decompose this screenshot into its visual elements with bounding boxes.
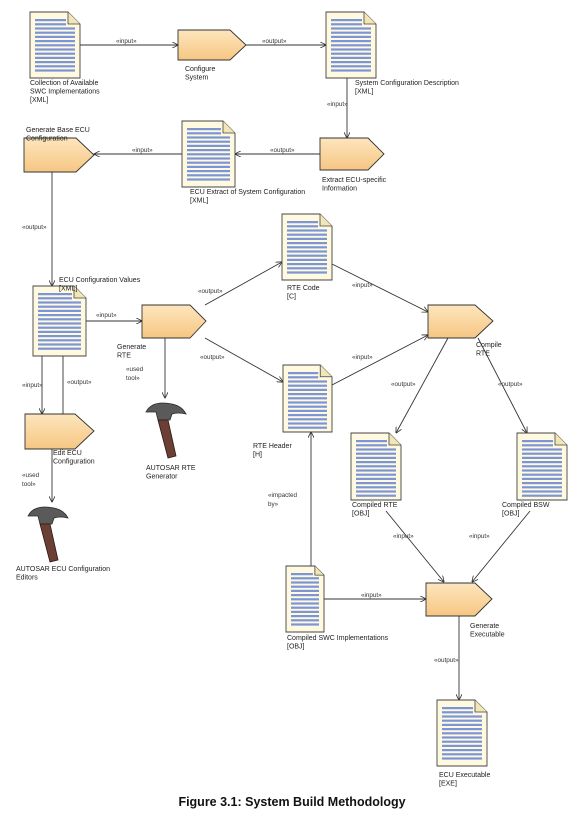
edge-label-output: «output»: [391, 381, 416, 388]
document-artifacts: [29, 11, 568, 767]
label-generate-rte: Generate RTE: [117, 344, 148, 360]
doc-rte-header: [282, 364, 333, 433]
label-rte-code: RTE Code [C]: [287, 285, 322, 301]
edge-label-output: «output»: [200, 354, 225, 361]
label-edit-ecu-configuration: Edit ECU Configuration: [53, 450, 95, 466]
label-configure-system: Configure System: [185, 66, 217, 82]
tool-autosar-ecu-configuration-editors: [27, 506, 69, 563]
edge-label-output: «output»: [67, 379, 92, 386]
label-generate-base-ecu-configuration: Generate Base ECU Configuration: [26, 127, 92, 143]
doc-ecu-extract: [181, 120, 236, 188]
edge-label-used-tool: «used tool»: [22, 472, 41, 488]
doc-ecu-executable: [436, 699, 488, 767]
edge-label-output: «output»: [22, 224, 47, 231]
edge-compiledrte-to-generateexe: [385, 510, 444, 582]
activity-generate-rte: [141, 304, 207, 339]
edge-label-output: «output»: [498, 381, 523, 388]
activity-edit-ecu-configuration: [24, 413, 95, 450]
activity-generate-base-ecu-configuration: [23, 137, 95, 173]
label-compiled-rte: Compiled RTE [OBJ]: [352, 502, 399, 518]
edge-label-input: «input»: [22, 382, 43, 389]
edge-generaterte-to-rtecode: [204, 262, 282, 306]
figure-caption: Figure 3.1: System Build Methodology: [178, 795, 405, 809]
node-labels: Collection of Available SWC Implementati…: [16, 66, 551, 788]
activities: [23, 29, 494, 617]
edge-labels: «input» «output» «input» «output» «input…: [22, 38, 523, 664]
label-compiled-bsw: Compiled BSW [OBJ]: [502, 502, 551, 518]
activity-compile-rte: [427, 304, 494, 339]
edge-generaterte-to-rteheader: [204, 337, 283, 382]
edge-label-input: «input»: [327, 101, 348, 108]
edge-compiledbsw-to-generateexe: [472, 510, 531, 582]
edge-label-input: «input»: [393, 533, 414, 540]
edge-rtecode-to-compile: [331, 263, 428, 312]
doc-ecu-configuration-values: [32, 285, 87, 357]
activity-extract-ecu-specific: [319, 137, 385, 171]
edge-label-input: «input»: [469, 533, 490, 540]
doc-compiled-bsw: [516, 432, 568, 501]
edge-label-impacted-by: «impacted by»: [268, 492, 299, 508]
edge-label-output: «output»: [434, 657, 459, 664]
edge-label-input: «input»: [116, 38, 137, 45]
label-extract-ecu-specific: Extract ECU-specific Information: [322, 177, 388, 193]
label-ecu-executable: ECU Executable [EXE]: [439, 772, 492, 788]
label-autosar-ecu-configuration-editors: AUTOSAR ECU Configuration Editors: [16, 566, 112, 582]
hammer-icon: [145, 402, 187, 459]
label-system-configuration-description: System Configuration Description [XML]: [355, 80, 461, 96]
edge-label-output: «output»: [270, 147, 295, 154]
edges: [42, 45, 531, 700]
label-ecu-configuration-values: ECU Configuration Values [XML]: [59, 277, 142, 293]
edge-label-used-tool: «used tool»: [126, 366, 145, 382]
hammer-icon: [27, 506, 69, 563]
edge-compile-to-compiledbsw: [477, 337, 527, 433]
label-generate-executable: Generate Executable: [470, 623, 505, 639]
edge-label-output: «output»: [198, 288, 223, 295]
label-swc-implementations: Collection of Available SWC Implementati…: [30, 80, 102, 104]
edge-label-input: «input»: [132, 147, 153, 154]
tool-autosar-rte-generator: [145, 402, 187, 459]
label-ecu-extract: ECU Extract of System Configuration [XML…: [190, 189, 307, 205]
activity-generate-executable: [425, 582, 493, 617]
label-compile-rte: Compile RTE: [476, 342, 504, 358]
edge-label-output: «output»: [262, 38, 287, 45]
edge-label-input: «input»: [352, 282, 373, 289]
label-compiled-swc-implementations: Compiled SWC Implementations [OBJ]: [287, 635, 390, 651]
edge-label-input: «input»: [352, 354, 373, 361]
label-rte-header: RTE Header [H]: [253, 443, 294, 459]
edge-label-input: «input»: [361, 592, 382, 599]
edge-rteheader-to-compile: [331, 335, 428, 386]
doc-swc-implementations: [29, 11, 81, 79]
doc-rte-code: [281, 213, 333, 281]
edge-compile-to-compiledrte: [396, 337, 449, 433]
activity-configure-system: [177, 29, 247, 61]
label-autosar-rte-generator: AUTOSAR RTE Generator: [146, 465, 197, 481]
edge-label-input: «input»: [96, 312, 117, 319]
doc-compiled-swc: [285, 565, 325, 633]
doc-compiled-rte: [350, 432, 402, 501]
doc-system-configuration-description: [325, 11, 377, 79]
